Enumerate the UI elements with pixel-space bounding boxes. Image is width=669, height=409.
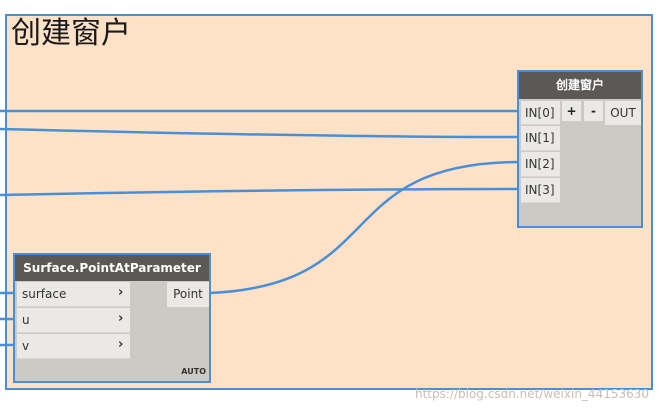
port-surface[interactable]: surface [17, 282, 130, 307]
wire-point-to-in2[interactable] [209, 160, 520, 295]
port-point[interactable]: Point [167, 282, 209, 307]
port-u[interactable]: u [17, 308, 130, 333]
remove-input-button[interactable]: - [584, 101, 603, 121]
wire-to-in1[interactable] [0, 127, 520, 139]
lacing-label[interactable]: AUTO [181, 367, 206, 376]
window-node[interactable]: 创建窗户 IN[0] IN[1] IN[2] IN[3] + - OUT [517, 70, 643, 228]
port-v[interactable]: v [17, 334, 130, 359]
chevron-right-icon: › [118, 311, 124, 326]
port-in3[interactable]: IN[3] [521, 178, 560, 203]
group-title[interactable]: 创建窗户 [11, 16, 131, 51]
port-u-label: u [22, 313, 30, 327]
chevron-right-icon: › [118, 337, 124, 352]
add-input-button[interactable]: + [562, 101, 581, 121]
watermark: https://blog.csdn.net/weixin_44153630 [414, 387, 649, 401]
port-surface-label: surface [22, 287, 67, 301]
port-in0[interactable]: IN[0] [521, 101, 560, 125]
point-node-title[interactable]: Surface.PointAtParameter [15, 255, 209, 281]
port-in2[interactable]: IN[2] [521, 152, 560, 177]
port-in1[interactable]: IN[1] [521, 126, 560, 151]
point-at-parameter-node[interactable]: Surface.PointAtParameter surface u v › ›… [13, 253, 211, 383]
chevron-right-icon: › [118, 285, 124, 300]
port-v-label: v [22, 339, 30, 353]
wire-to-in3[interactable] [0, 187, 520, 197]
port-out[interactable]: OUT [605, 101, 641, 125]
window-node-title[interactable]: 创建窗户 [519, 72, 641, 99]
